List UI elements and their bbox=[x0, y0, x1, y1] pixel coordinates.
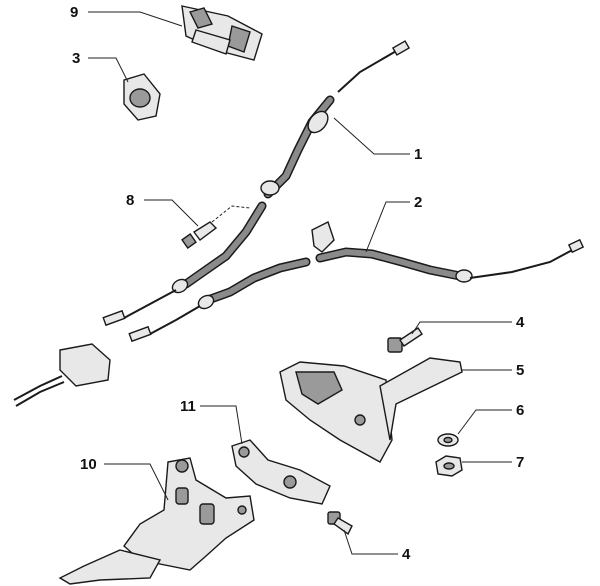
cable-connector bbox=[13, 343, 111, 407]
part-3-clamp bbox=[123, 73, 161, 121]
callout-11: 11 bbox=[180, 398, 196, 415]
part-1-front-cable bbox=[102, 40, 411, 327]
callout-8: 8 bbox=[126, 192, 134, 209]
callout-5: 5 bbox=[516, 362, 524, 379]
callout-1: 1 bbox=[414, 146, 422, 163]
part-4-screw-lower bbox=[327, 511, 353, 536]
part-11-small-bracket bbox=[231, 439, 331, 505]
callout-9: 9 bbox=[70, 4, 78, 21]
callout-2: 2 bbox=[414, 194, 422, 211]
part-8-bolt bbox=[181, 205, 251, 249]
callout-3: 3 bbox=[72, 50, 80, 67]
part-6-washer bbox=[437, 433, 459, 447]
part-7-nut bbox=[435, 455, 463, 477]
part-2-rear-cable bbox=[128, 221, 585, 343]
part-9-bracket bbox=[181, 5, 263, 61]
callout-6: 6 bbox=[516, 402, 524, 419]
part-5-lever-bracket bbox=[279, 357, 463, 463]
callout-4-lower: 4 bbox=[402, 546, 411, 563]
part-10-base-bracket bbox=[58, 457, 255, 585]
callout-7: 7 bbox=[516, 454, 524, 471]
leader-lines bbox=[88, 11, 512, 555]
callout-10: 10 bbox=[80, 456, 97, 473]
callout-4-upper: 4 bbox=[516, 314, 525, 331]
callout-labels: 9 3 1 8 2 4 5 11 6 10 7 4 bbox=[70, 4, 525, 563]
part-4-screw-upper bbox=[387, 327, 423, 353]
